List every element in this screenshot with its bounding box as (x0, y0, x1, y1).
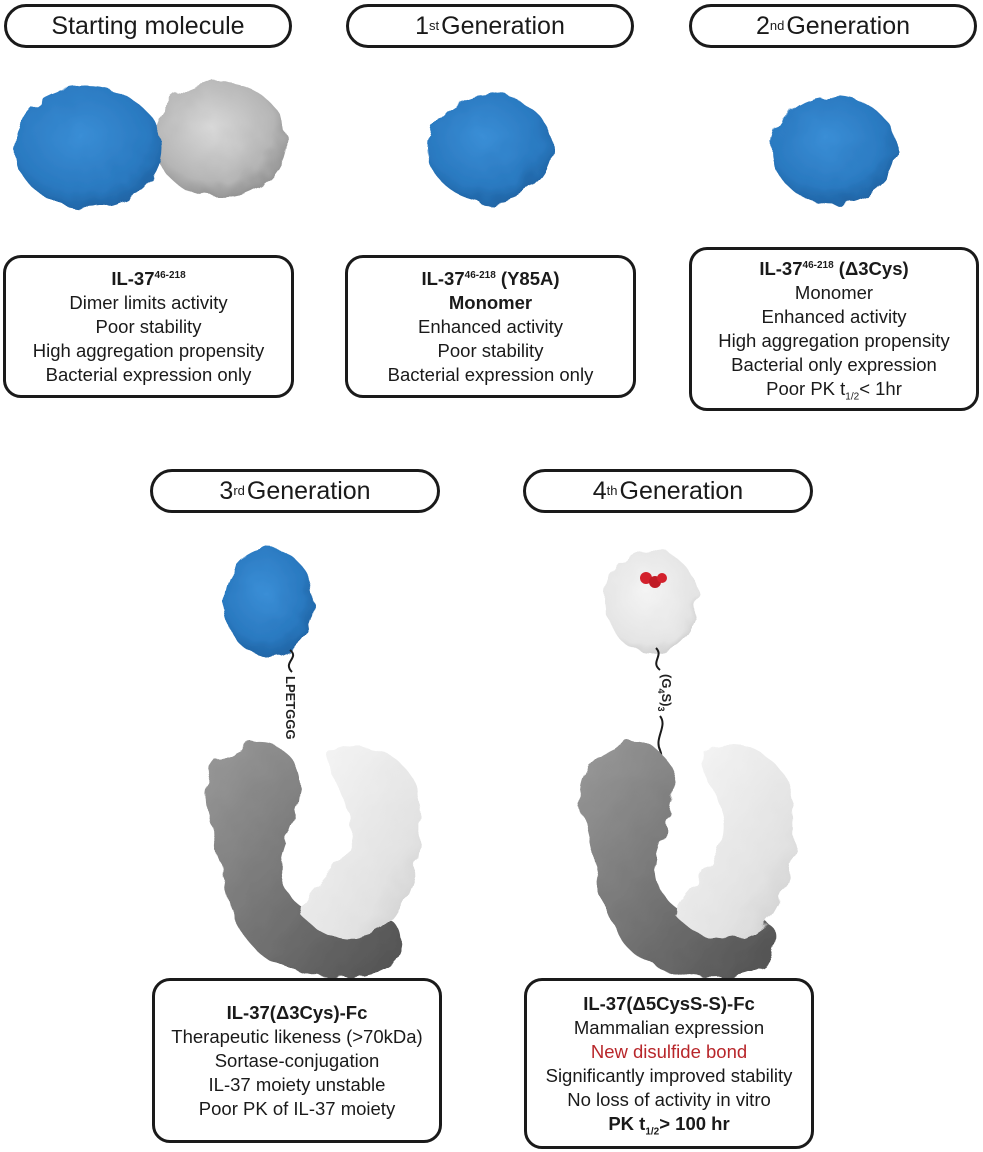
header-number: 2 (755, 11, 770, 40)
gen4-linker-label: (G4S)3 (656, 674, 674, 711)
gen4-fc-light-chain (674, 744, 795, 939)
box-title: IL-3746-218 (111, 267, 186, 289)
box-line: IL-37 moiety unstable (208, 1073, 386, 1095)
gen3-fc-light-chain (300, 744, 421, 939)
box-line-pk: Poor PK t1/2< 1hr (766, 378, 902, 403)
box-line: No loss of activity in vitro (567, 1088, 771, 1110)
box-line: Mammalian expression (573, 1016, 765, 1038)
header-number: 3 (219, 476, 234, 505)
box-title: IL-37(Δ5CysS-S)-Fc (583, 992, 755, 1014)
dimer-grey-subunit (154, 82, 286, 198)
box-gen1: IL-3746-218 (Y85A) Monomer Enhanced acti… (345, 255, 636, 398)
box-line: Bacterial only expression (731, 354, 937, 375)
box-gen2: IL-3746-218 (Δ3Cys) Monomer Enhanced act… (689, 247, 979, 411)
box-line-pk: PK t1/2> 100 hr (608, 1112, 730, 1138)
box-title: IL-37(Δ3Cys)-Fc (226, 1001, 368, 1023)
box-line: High aggregation propensity (32, 339, 265, 361)
svg-text:(G4S)3: (G4S)3 (656, 674, 674, 711)
box-line: Therapeutic likeness (>70kDa) (171, 1025, 423, 1047)
box-line: Enhanced activity (761, 306, 907, 327)
box-line: Sortase-conjugation (214, 1049, 380, 1071)
header-text: Generation (786, 11, 911, 40)
gen3-il37-domain (223, 548, 313, 656)
gen4-il37-domain (606, 550, 698, 654)
box-line: High aggregation propensity (718, 330, 950, 351)
header-starting-molecule: Starting molecule (4, 4, 292, 48)
header-number: 1 (415, 11, 430, 40)
header-text: Starting molecule (51, 11, 245, 40)
gen2-monomer (772, 96, 896, 204)
gen4-fc-dark-chain (579, 742, 776, 978)
dimer-blue-subunit (14, 88, 162, 208)
box-subtitle: Monomer (448, 291, 533, 313)
box-line: Dimer limits activity (69, 291, 228, 313)
box-line: Bacterial expression only (387, 363, 594, 385)
box-line: Monomer (794, 282, 874, 303)
box-line-highlight: New disulfide bond (590, 1040, 748, 1062)
box-line: Poor PK of IL-37 moiety (198, 1097, 396, 1119)
header-text: Generation (619, 476, 744, 505)
box-line: Bacterial expression only (45, 363, 252, 385)
disulfide-bond-mark (640, 572, 667, 588)
box-gen4: IL-37(Δ5CysS-S)-Fc Mammalian expression … (524, 978, 814, 1149)
box-line: Poor stability (437, 339, 544, 361)
box-gen3: IL-37(Δ3Cys)-Fc Therapeutic likeness (>7… (152, 978, 442, 1143)
box-line: Significantly improved stability (545, 1064, 793, 1086)
gen3-linker-label: LPETGGG (283, 676, 298, 740)
header-text: Generation (441, 11, 565, 40)
box-line: Poor stability (95, 315, 202, 337)
box-starting-molecule: IL-3746-218 Dimer limits activity Poor s… (3, 255, 294, 398)
header-text: Generation (246, 476, 371, 505)
gen1-monomer (428, 94, 552, 202)
box-title: IL-3746-218 (Δ3Cys) (759, 258, 909, 279)
box-line: Enhanced activity (417, 315, 563, 337)
header-number: 4 (592, 476, 607, 505)
gen3-fc-dark-chain (205, 742, 402, 978)
box-title: IL-3746-218 (Y85A) (421, 267, 560, 289)
